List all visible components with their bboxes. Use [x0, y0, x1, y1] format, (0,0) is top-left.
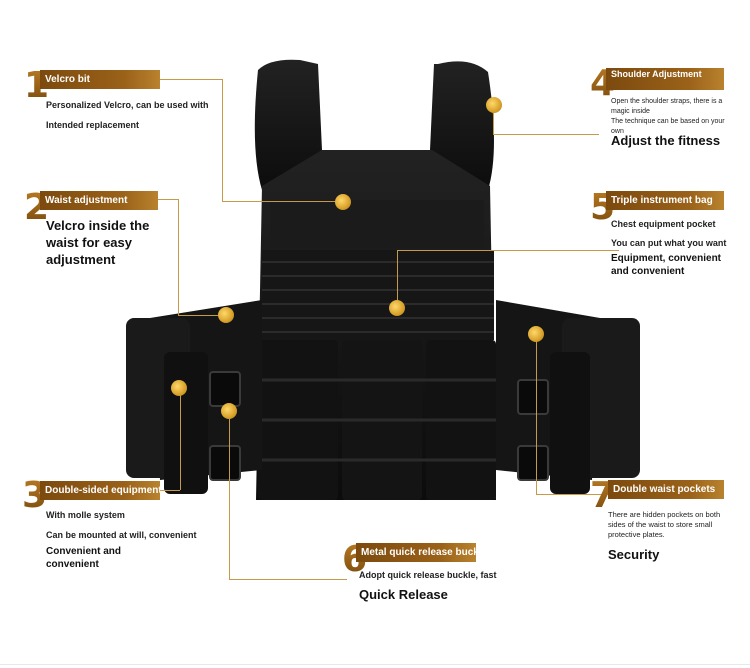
callout-4-small1: Open the shoulder straps, there is a mag… [611, 98, 723, 115]
callout-1-line2: Intended replacement [46, 120, 140, 130]
callout-7-body: Security [608, 547, 660, 562]
callout-5-body: Equipment, convenient and convenient [611, 253, 722, 277]
callout-1-line1: Personalized Velcro, can be used with [46, 100, 209, 110]
callout-5-title: Triple instrument bag [606, 191, 724, 210]
callout-3-line1: With molle system [46, 510, 125, 520]
callout-7-small1: There are hidden pockets on both sides o… [608, 510, 721, 539]
velcro-panel [270, 200, 484, 248]
callout-5-line2: You can put what you want [611, 238, 727, 248]
marker-dot-side-bag [171, 380, 187, 396]
marker-dot-shoulder [486, 97, 502, 113]
callout-5-line1: Chest equipment pocket [611, 219, 716, 229]
marker-dot-buckle [221, 403, 237, 419]
callout-7-title: Double waist pockets [608, 480, 724, 499]
callout-2-title: Waist adjustment [40, 191, 158, 210]
marker-dot-velcro [335, 194, 351, 210]
callout-4-title: Shoulder Adjustment [606, 68, 724, 90]
callout-2-body: Velcro inside the waist for easy adjustm… [46, 218, 150, 267]
callout-6-body: Quick Release [359, 587, 448, 602]
callout-4-body: Adjust the fitness [611, 133, 721, 148]
callout-6-title: Metal quick release buckle [356, 543, 476, 562]
marker-dot-waist-pocket [528, 326, 544, 342]
molle-webbing [262, 250, 494, 340]
callout-3-line2: Can be mounted at will, convenient [46, 530, 197, 540]
callout-6-line1: Adopt quick release buckle, fast [359, 570, 497, 580]
callout-4-small2: The technique can be based on your own [611, 118, 725, 135]
callout-3-title: Double-sided equipment bag [40, 481, 160, 500]
marker-dot-mag-pouch [389, 300, 405, 316]
marker-dot-waist [218, 307, 234, 323]
callout-3-body: Convenient and convenient [46, 546, 122, 570]
callout-1-title: Velcro bit [40, 70, 160, 89]
bottom-divider [0, 664, 750, 665]
left-shoulder-strap [254, 59, 322, 192]
